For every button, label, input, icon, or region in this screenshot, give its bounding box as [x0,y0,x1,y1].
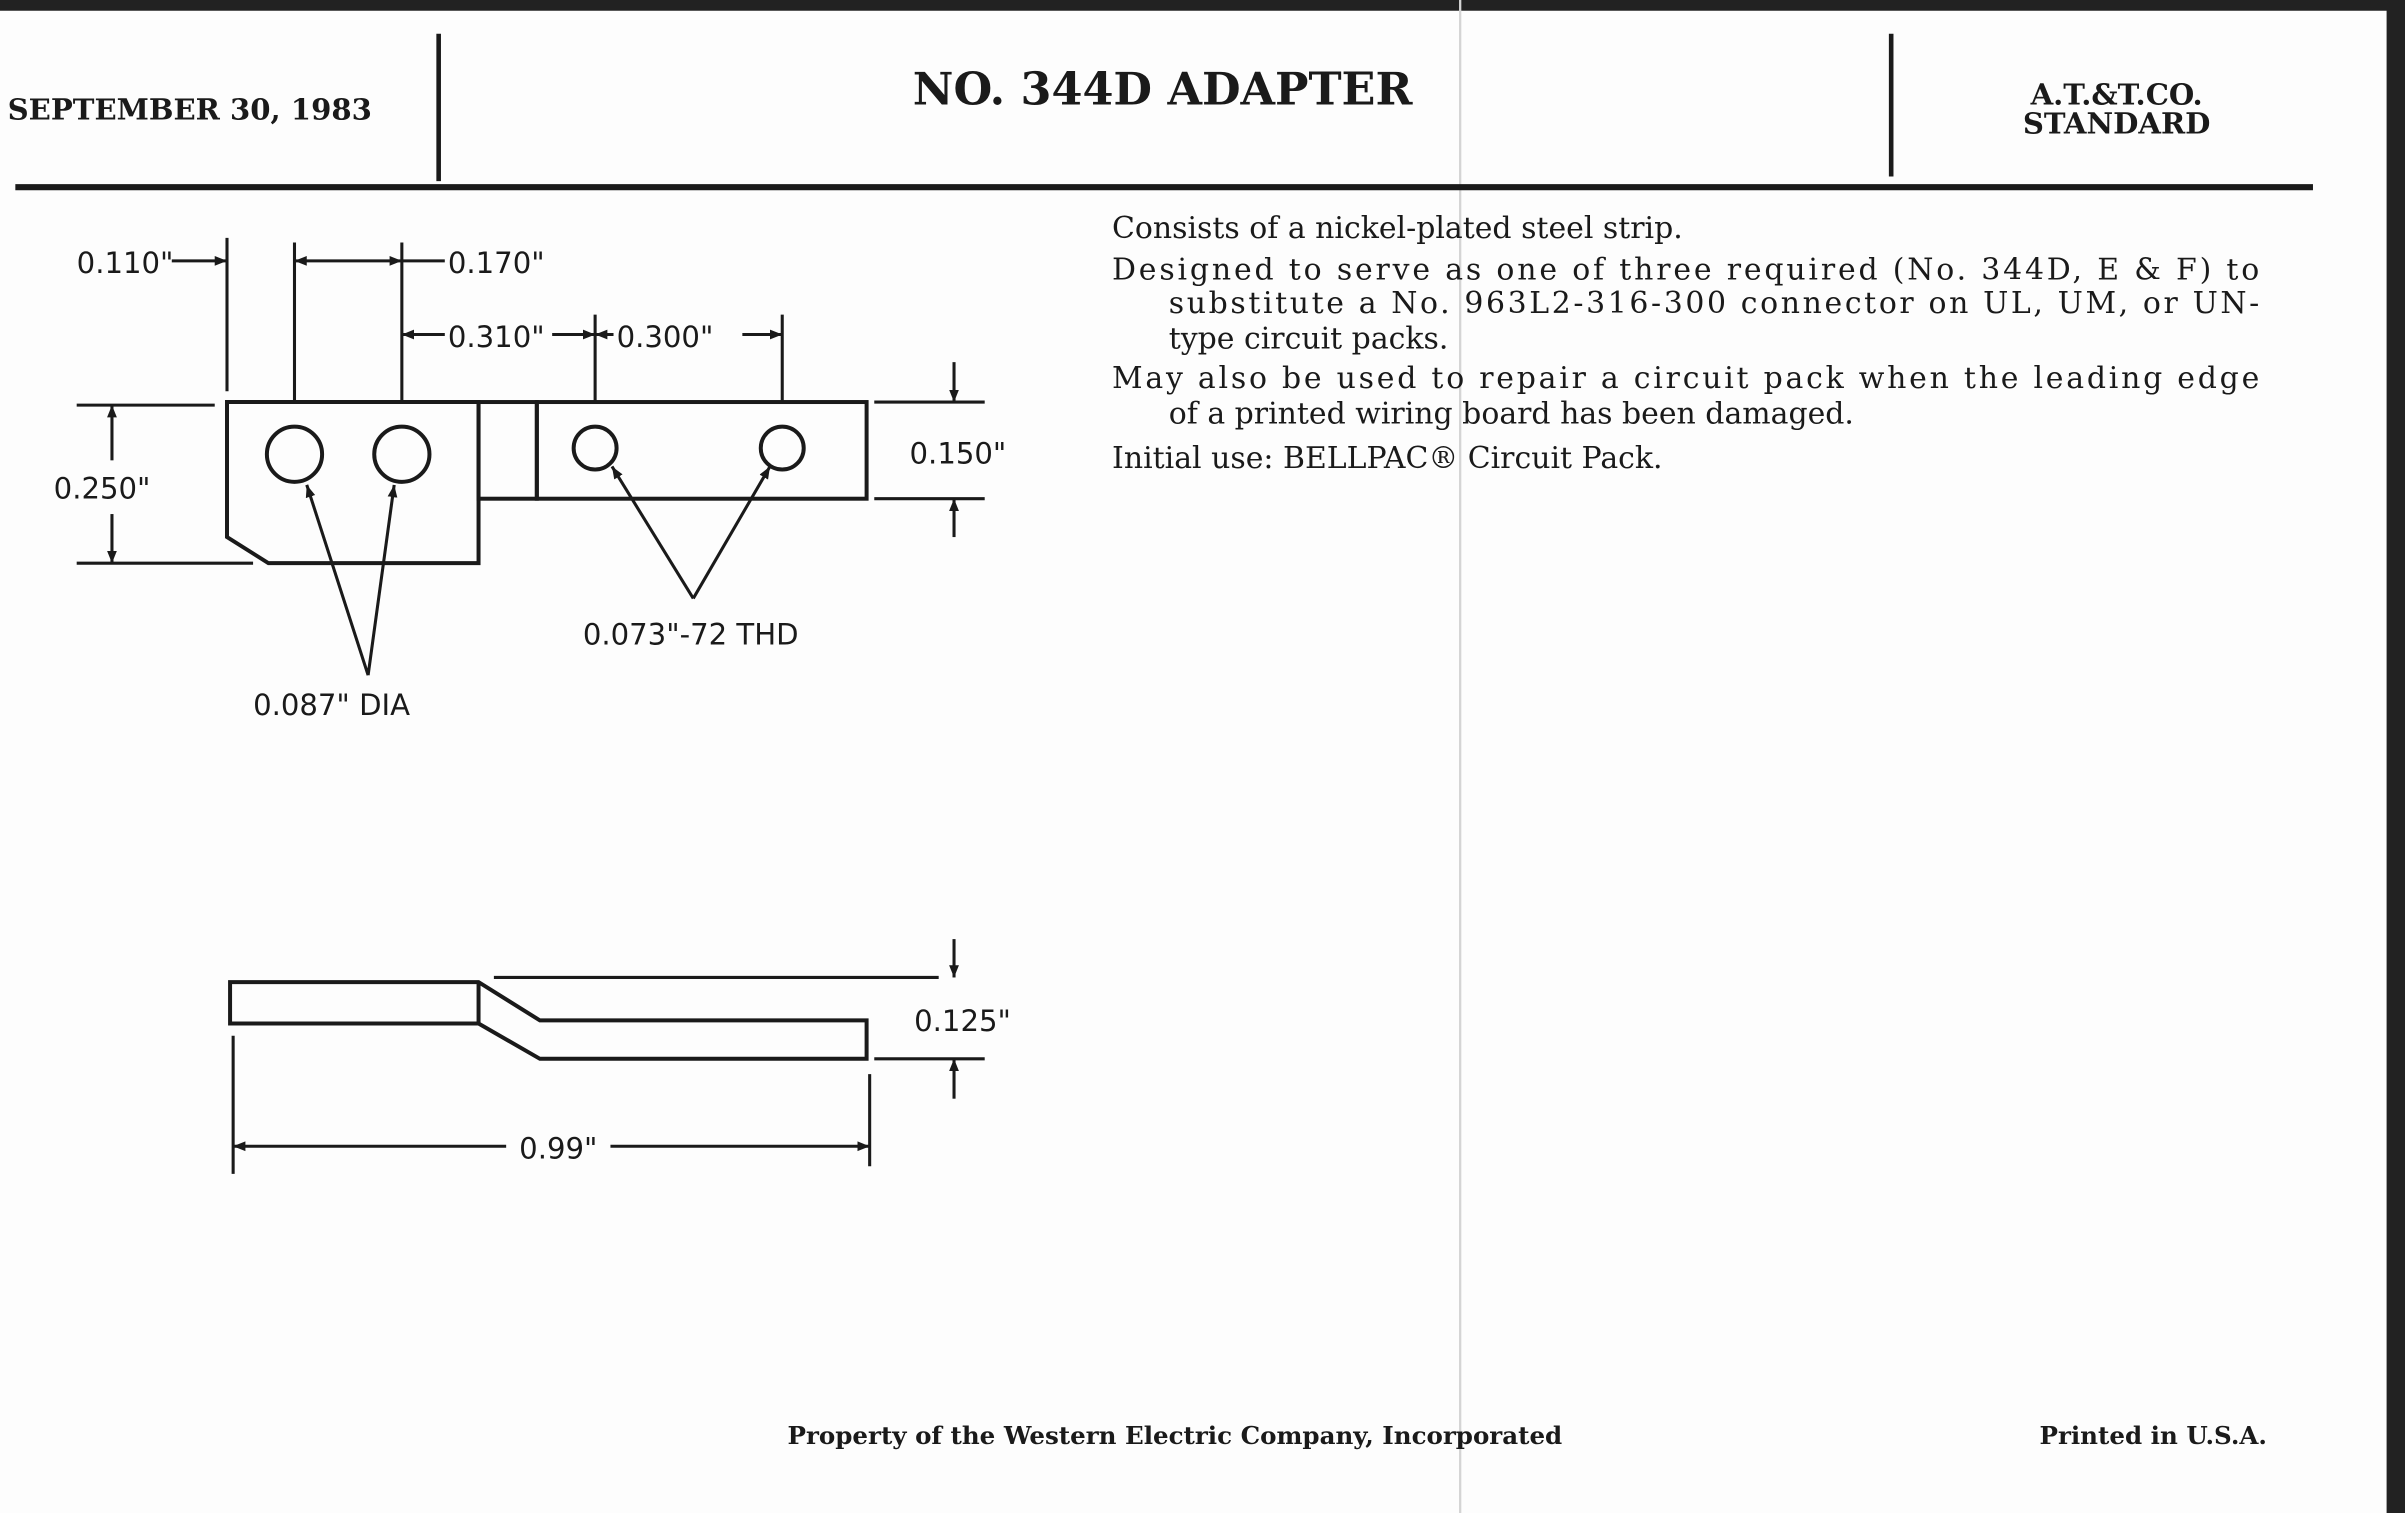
description: Consists of a nickel-plated steel strip.… [1112,211,2259,476]
desc-repair-1: May also be used to repair a circuit pac… [1112,361,2259,396]
adapter-body-left [225,400,481,566]
date: SEPTEMBER 30, 1983 [8,93,372,127]
dim-length: 0.99" [519,1132,597,1166]
dim-hole-offset: 0.110" [77,246,174,280]
dim-hole-spacing: 0.170" [448,246,545,280]
hole-1 [264,424,325,484]
desc-purpose-1: Designed to serve as one of three requir… [1112,252,2259,287]
adapter-side-profile [228,980,869,1061]
top-view-drawing: 0.110" 0.170" 0.310" 0.300" 0.250" 0.150… [54,237,1007,722]
dim-right-height: 0.150" [910,436,1007,470]
scan-edge-top [0,0,2405,11]
footer-property: Property of the Western Electric Company… [788,1421,1563,1450]
dim-thread-spacing: 0.300" [617,320,714,354]
thread-hole-2 [758,424,806,472]
footer-printed: Printed in U.S.A. [2040,1421,2267,1450]
desc-repair-2: of a printed wiring board has been damag… [1169,397,1854,432]
scan-edge-right [2386,0,2405,1513]
desc-purpose-3: type circuit packs. [1169,321,1449,356]
dim-height: 0.250" [54,472,151,506]
desc-material: Consists of a nickel-plated steel strip. [1112,211,1683,246]
standard-line2: STANDARD [2023,106,2211,140]
page-title: NO. 344D ADAPTER [913,63,1414,115]
standard-line1: A.T.&T.CO. [2030,77,2203,111]
hole-2 [372,424,432,484]
dim-section-offset: 0.310" [448,320,545,354]
desc-initial-use: Initial use: BELLPAC® Circuit Pack. [1112,441,1663,476]
adapter-body-right [534,400,869,501]
side-view-drawing: 0.125" 0.99" [228,939,1011,1174]
thread-spec: 0.073"-72 THD [583,617,799,651]
thread-hole-1 [571,424,619,472]
dim-offset-height: 0.125" [914,1004,1011,1038]
hole-spec: 0.087" DIA [253,688,410,722]
desc-purpose-2: substitute a No. 963L2-316-300 connector… [1169,286,2260,321]
